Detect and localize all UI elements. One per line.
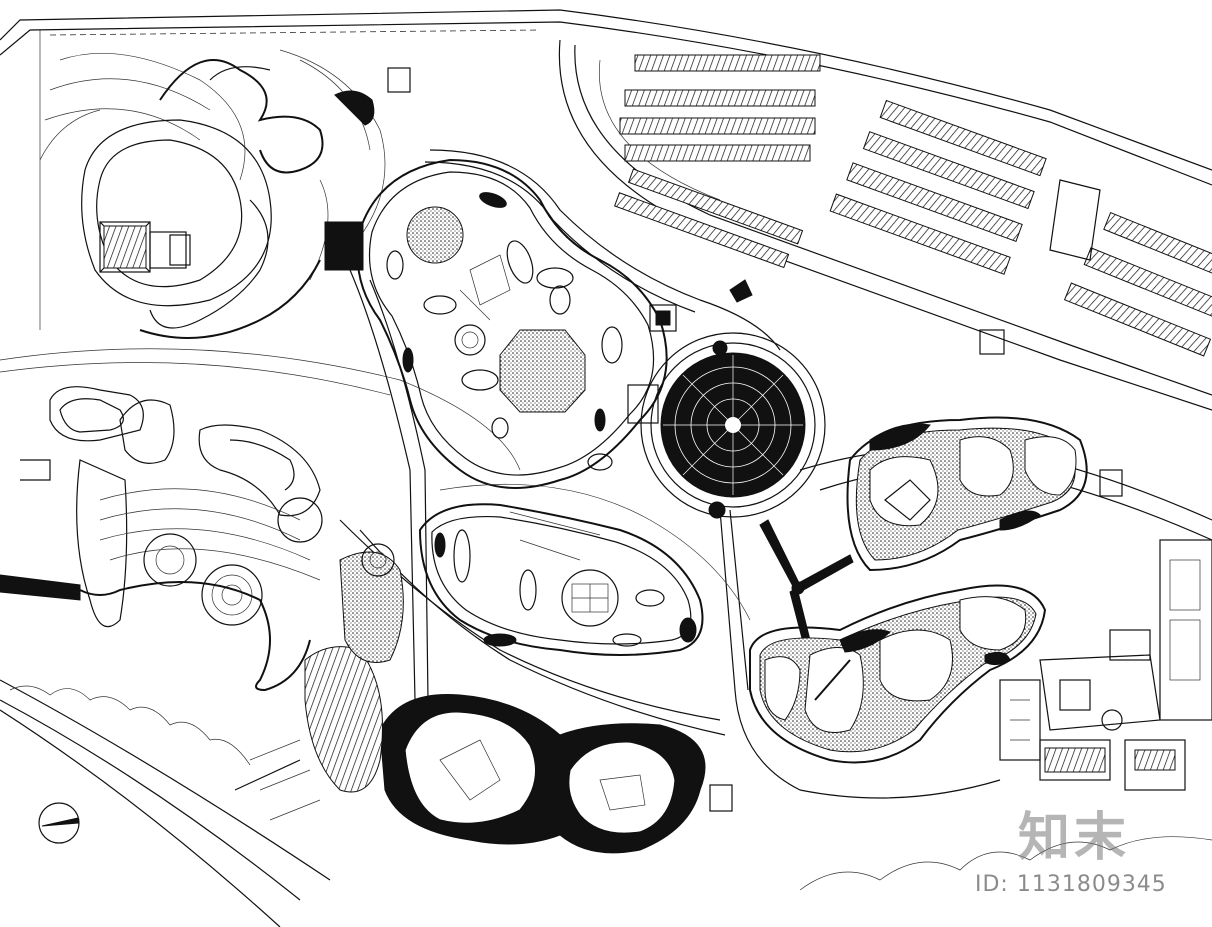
east-play-garden-south: [749, 584, 1047, 764]
small-pavilions: [649, 279, 1123, 812]
parking-area: [558, 39, 1212, 411]
plaza-spokes: [759, 519, 854, 643]
central-garden-south: [418, 503, 704, 656]
central-garden-north: [356, 158, 668, 489]
west-curved-garden: [0, 348, 521, 692]
watermark-id: ID: 1131809345: [975, 872, 1167, 897]
south-lobe-garden: [304, 543, 706, 854]
watermark-logo: 知末: [1018, 808, 1131, 868]
southeast-buildings: [999, 539, 1212, 791]
east-play-garden-north: [846, 416, 1088, 572]
site-boundary: [0, 9, 1212, 927]
oval-beds: [386, 192, 623, 471]
north-arrow-icon: [38, 802, 80, 844]
circular-plaza: [627, 332, 826, 519]
shrub-lines: [9, 685, 1212, 891]
nw-hill-garden: [39, 49, 411, 339]
